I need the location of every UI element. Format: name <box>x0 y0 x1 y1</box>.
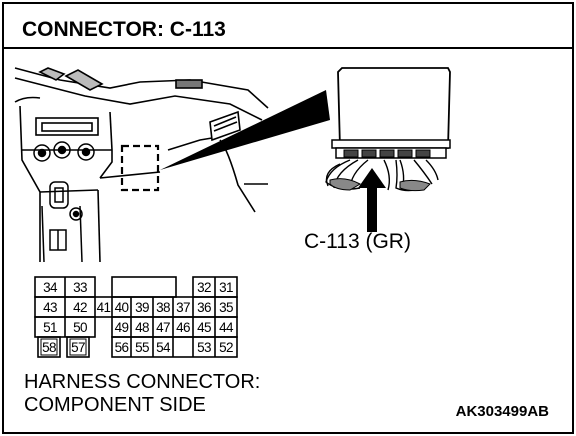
harness-label-line1: HARNESS CONNECTOR: <box>24 371 260 393</box>
pin-label: 33 <box>73 280 87 295</box>
diagram-title: CONNECTOR: C-113 <box>22 18 226 41</box>
pin-label: 54 <box>156 340 171 355</box>
pin-label: 53 <box>197 340 211 355</box>
climate-knobs-icon <box>33 141 95 162</box>
connector-callout-label: C-113 (GR) <box>304 230 411 253</box>
pin-label: 43 <box>43 300 57 315</box>
pin-label: 35 <box>219 300 233 315</box>
pin-label: 37 <box>176 300 190 315</box>
pin-label: 42 <box>73 300 87 315</box>
shift-lever-icon <box>41 181 83 263</box>
connector-pin-labels: 34 33 32 31 43 42 41 40 39 38 37 36 35 5… <box>42 280 235 355</box>
pin-label: 57 <box>71 340 85 355</box>
pin-label: 46 <box>176 320 190 335</box>
pin-label: 47 <box>156 320 170 335</box>
pin-label: 51 <box>43 320 57 335</box>
pin-label: 34 <box>43 280 58 295</box>
pin-label: 32 <box>197 280 211 295</box>
pin-label: 44 <box>219 320 234 335</box>
ecu-location-marker <box>120 144 160 192</box>
pin-label: 45 <box>197 320 211 335</box>
pin-label: 56 <box>115 340 129 355</box>
pin-label: 50 <box>73 320 87 335</box>
zoom-beam <box>160 90 330 170</box>
pin-label: 38 <box>156 300 170 315</box>
pin-label: 58 <box>42 340 56 355</box>
pin-label: 55 <box>135 340 149 355</box>
figure-code: AK303499AB <box>456 403 550 420</box>
connector-latch <box>111 276 177 298</box>
ecu-module-illustration <box>325 67 451 192</box>
pin-label: 40 <box>115 300 129 315</box>
pin-label: 31 <box>219 280 233 295</box>
pin-label: 52 <box>219 340 233 355</box>
pin-label: 49 <box>115 320 129 335</box>
pin-label: 41 <box>97 300 111 315</box>
pin-label: 36 <box>197 300 211 315</box>
dashboard-illustration <box>14 67 269 263</box>
harness-label-line2: COMPONENT SIDE <box>24 394 206 416</box>
pointer-arrow-icon <box>358 168 386 232</box>
connector-pinout <box>34 276 238 358</box>
pin-label: 48 <box>135 320 149 335</box>
pin-label: 39 <box>135 300 149 315</box>
